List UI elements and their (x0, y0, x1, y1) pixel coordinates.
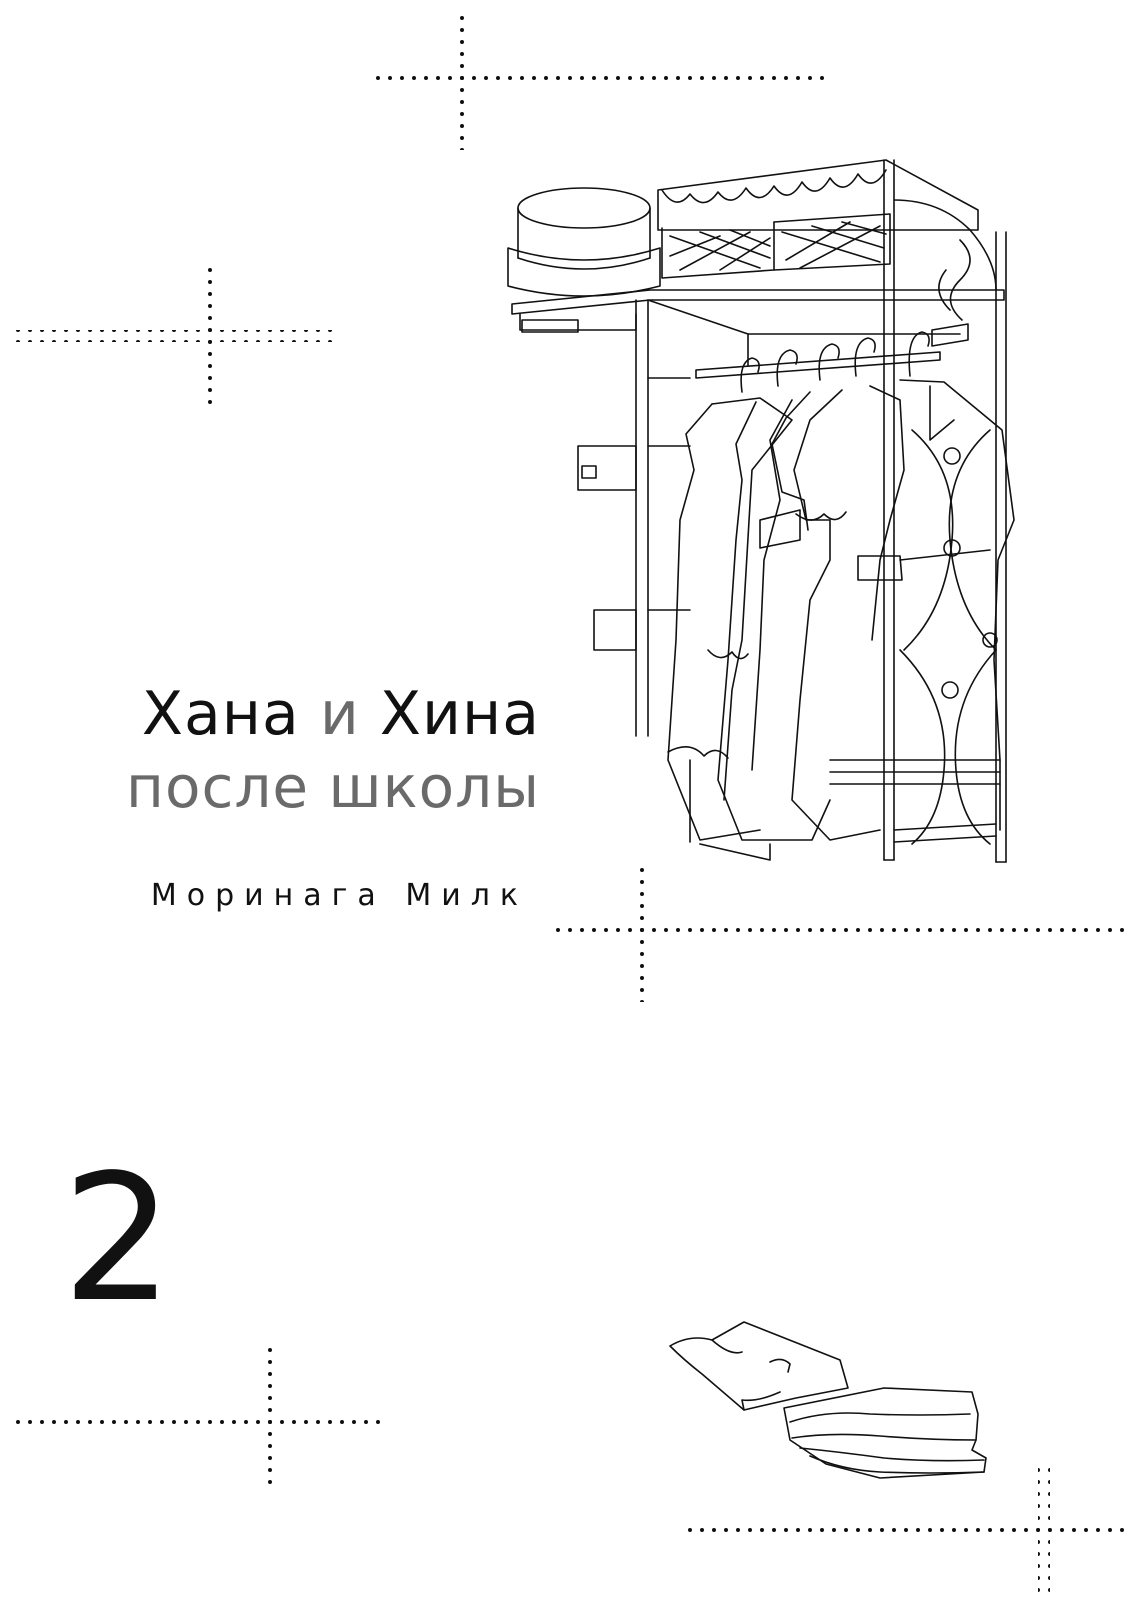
title-name-hana: Хана (141, 679, 300, 749)
volume-number: 2 (62, 1138, 174, 1341)
title-line-1: Хана и Хина (80, 676, 540, 752)
folded-clothes-illustration (669, 1321, 987, 1479)
dotted-guides (10, 10, 1128, 1600)
title-block: Хана и Хина после школы (80, 676, 540, 822)
title-conjunction: и (319, 679, 360, 749)
title-name-hina: Хина (379, 679, 540, 749)
wardrobe-illustration (507, 159, 1015, 863)
title-line-2: после школы (126, 753, 540, 821)
author-name: Моринага Милк (150, 878, 528, 913)
